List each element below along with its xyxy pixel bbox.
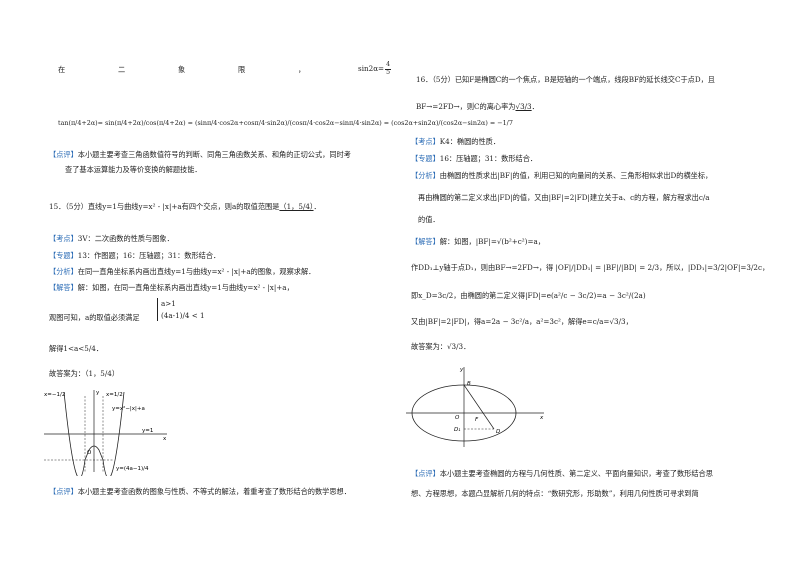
- q15-jieda: 【解答】解：如图，在同一直角坐标系内画出直线y=1与曲线y=x² - |x|+a…: [49, 283, 294, 292]
- ellipse-label-y: y: [459, 367, 464, 373]
- q15-fenxi: 【分析】在同一直角坐标系内画出直线y=1与曲线y=x² - |x|+a的图象，观…: [49, 267, 316, 276]
- q16-comment: 【点评】本小题主要考查椭圆的方程与几何性质、第二定义、平面向量知识，考查了数形结…: [411, 469, 713, 478]
- q15-stem: 15．（5分）直线y=1与曲线y=x² - |x|+a有四个交点，则a的取值范围…: [49, 202, 321, 211]
- graph-label-x-neg-half: x=−1/2: [44, 392, 65, 398]
- q14-tan-derivation: tan(π/4+2α)= sin(π/4+2α)/cos(π/4+2α) = (…: [58, 119, 513, 127]
- q15-parabola-graph: x=−1/2 x=1/2 y=x²−|x|+a y=1 O y=(4a−1)/4…: [44, 390, 167, 476]
- q15-solve: 解得1<a<5/4．: [49, 344, 104, 353]
- graph-label-y-axis: y: [96, 390, 100, 396]
- q16-jieda: 【解答】解：如图，|BF|=√(b²+c²)=a，: [411, 237, 545, 246]
- q16-stem: 16．（5分）已知F是椭圆C的一个焦点，B是短轴的一个端点，线段BF的延长线交C…: [416, 75, 715, 84]
- q16-answer-blank: √3/3: [515, 102, 532, 111]
- ellipse-label-D: D: [496, 429, 500, 435]
- q16-stem-cont: BF→=2FD→，则C的离心率为√3/3．: [416, 102, 539, 111]
- ellipse-label-F: F: [475, 417, 479, 423]
- q14-comment: 【点评】本小题主要考查三角函数值符号的判断、同角三角函数关系、和角的正切公式，同…: [49, 150, 351, 159]
- ellipse-label-O: O: [455, 415, 460, 421]
- ellipse-label-D1: D₁: [454, 427, 460, 433]
- ellipse-label-B: B: [467, 381, 471, 387]
- q16-kaodian: 【考点】K4：椭圆的性质．: [411, 137, 501, 146]
- q16-fenxi: 【分析】由椭圆的性质求出|BF|的值，利用已知的向量间的关系、三角形相似求出D的…: [411, 171, 713, 180]
- q16-fenxi-cont2: 的值．: [418, 215, 440, 224]
- q16-jieda-line4: 又由|BF|=2|FD|，得a=2a − 3c²/a，a²=3c²，解得e=c/…: [411, 317, 633, 326]
- q14-word-1: 在: [58, 65, 66, 74]
- q16-final-answer: 故答案为：√3/3．: [411, 342, 471, 351]
- q15-zhuanti: 【专题】13：作图题；16：压轴题；31：数形结合．: [49, 251, 221, 260]
- q14-word-4: 限: [238, 65, 246, 74]
- q16-zhuanti: 【专题】16：压轴题；31：数形结合．: [411, 154, 538, 163]
- q16-comment-cont: 想、方程思想，本题凸显解析几何的特点：“数研究形，形助数”，利用几何性质可寻求到…: [411, 489, 699, 498]
- graph-label-x-axis: x: [163, 436, 167, 442]
- q16-ellipse-graph: y B O F D₁ D x: [406, 367, 544, 447]
- q14-word-5: ，: [298, 65, 306, 74]
- q16-jieda-line2: 作DD₁⊥y轴于点D₁，则由BF→=2FD→，得 |OF|/|DD₁| = |B…: [411, 263, 770, 272]
- graph-label-x-half: x=1/2: [106, 392, 123, 398]
- q16-jieda-line3: 即x_D=3c/2，由椭圆的第二定义得|FD|=e(a²/c − 3c/2)=a…: [411, 291, 646, 300]
- graph-label-origin: O: [87, 450, 92, 456]
- graph-label-curve: y=x²−|x|+a: [112, 405, 145, 412]
- q15-answer-blank: （1，5/4）: [279, 202, 314, 211]
- ellipse-label-x: x: [539, 415, 544, 421]
- q15-final-answer: 故答案为：（1，5/4）: [49, 369, 120, 378]
- q15-kaodian: 【考点】3V：二次函数的性质与图象．: [49, 234, 174, 243]
- q14-word-2: 二: [118, 65, 126, 74]
- q15-observe: 观图可知，a的取值必须满足: [49, 313, 140, 322]
- graph-label-vertex: y=(4a−1)/4: [116, 466, 149, 472]
- q14-comment-cont: 查了基本运算能力及等价变换的解题技能．: [65, 165, 202, 174]
- q15-inequality-system: a>1 (4a-1)/4 < 1: [157, 298, 205, 322]
- q15-comment: 【点评】本小题主要考查函数的图象与性质、不等式的解法，着重考查了数形结合的数学思…: [49, 487, 351, 496]
- q16-fenxi-cont: 再由椭圆的第二定义求出|FD|的值，又由|BF|=2|FD|建立关于a、c的方程…: [418, 193, 710, 202]
- q14-word-3: 象: [178, 65, 186, 74]
- comment-tag: 【点评】: [49, 150, 78, 159]
- graph-label-y1: y=1: [142, 428, 153, 434]
